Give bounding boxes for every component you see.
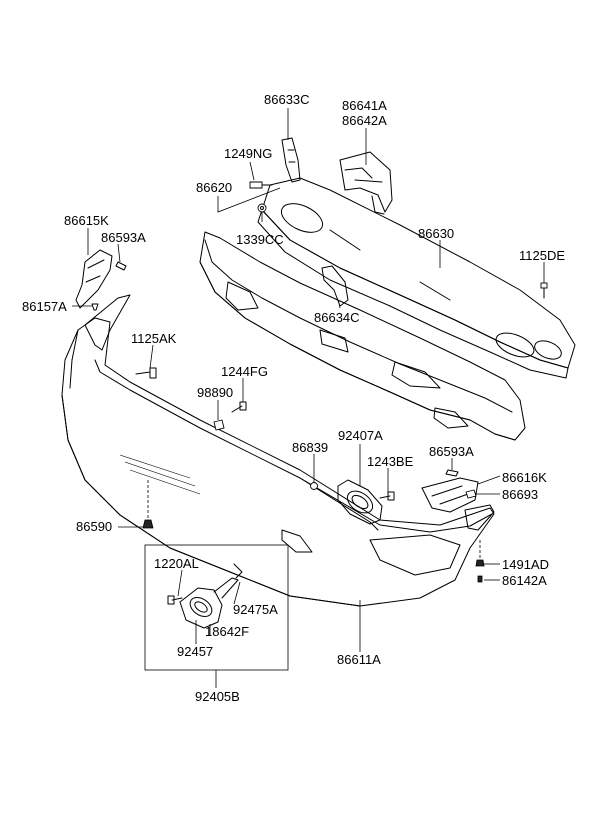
- callout-86630: 86630: [418, 226, 454, 241]
- bracket-86633C: [281, 137, 301, 183]
- callout-18642F: 18642F: [205, 624, 249, 639]
- leader-lines: [72, 108, 545, 688]
- energy-absorber-86620: [199, 231, 526, 441]
- callout-1339CC: 1339CC: [236, 232, 284, 247]
- callout-86157A: 86157A: [22, 299, 67, 314]
- fog-lamp-92407A: [337, 479, 383, 525]
- callout-1125AK: 1125AK: [131, 331, 177, 346]
- callout-1491AD: 1491AD: [502, 557, 549, 572]
- callout-1249NG: 1249NG: [224, 146, 272, 161]
- callout-86693: 86693: [502, 487, 538, 502]
- callout-86593A-left: 86593A: [101, 230, 146, 245]
- callout-86616K: 86616K: [502, 470, 547, 485]
- callout-86593A-right: 86593A: [429, 444, 474, 459]
- bracket-86641A: [339, 151, 393, 215]
- callout-1125DE: 1125DE: [519, 248, 565, 263]
- callout-92407A: 92407A: [338, 428, 383, 443]
- callout-92475A: 92475A: [233, 602, 278, 617]
- callout-1220AL: 1220AL: [154, 556, 199, 571]
- callout-86839: 86839: [292, 440, 328, 455]
- callout-92457: 92457: [177, 644, 213, 659]
- callout-1244FG: 1244FG: [221, 364, 268, 379]
- fasteners: [91, 181, 548, 605]
- side-bracket-86616K: [421, 477, 479, 513]
- callout-98890: 98890: [197, 385, 233, 400]
- callout-86642A: 86642A: [342, 113, 387, 128]
- callout-86634C: 86634C: [314, 310, 360, 325]
- callout-86633C: 86633C: [264, 92, 310, 107]
- side-bracket-86615K: [75, 249, 113, 309]
- bracket-86634C: [321, 265, 349, 307]
- callout-92405B: 92405B: [195, 689, 240, 704]
- callout-86142A: 86142A: [502, 573, 547, 588]
- callout-86641A: 86641A: [342, 98, 387, 113]
- callout-86615K: 86615K: [64, 213, 109, 228]
- bumper-beam-86630: [257, 177, 576, 379]
- callout-labels: 86633C 86641A 86642A 1249NG 86620 1339CC…: [22, 92, 565, 704]
- callout-86611A: 86611A: [337, 652, 381, 667]
- callout-86590: 86590: [76, 519, 112, 534]
- callout-1243BE: 1243BE: [367, 454, 414, 469]
- fog-lamp-assembly-box: [144, 544, 289, 671]
- bumper-cover-86611A: [61, 294, 495, 607]
- callout-86620: 86620: [196, 180, 232, 195]
